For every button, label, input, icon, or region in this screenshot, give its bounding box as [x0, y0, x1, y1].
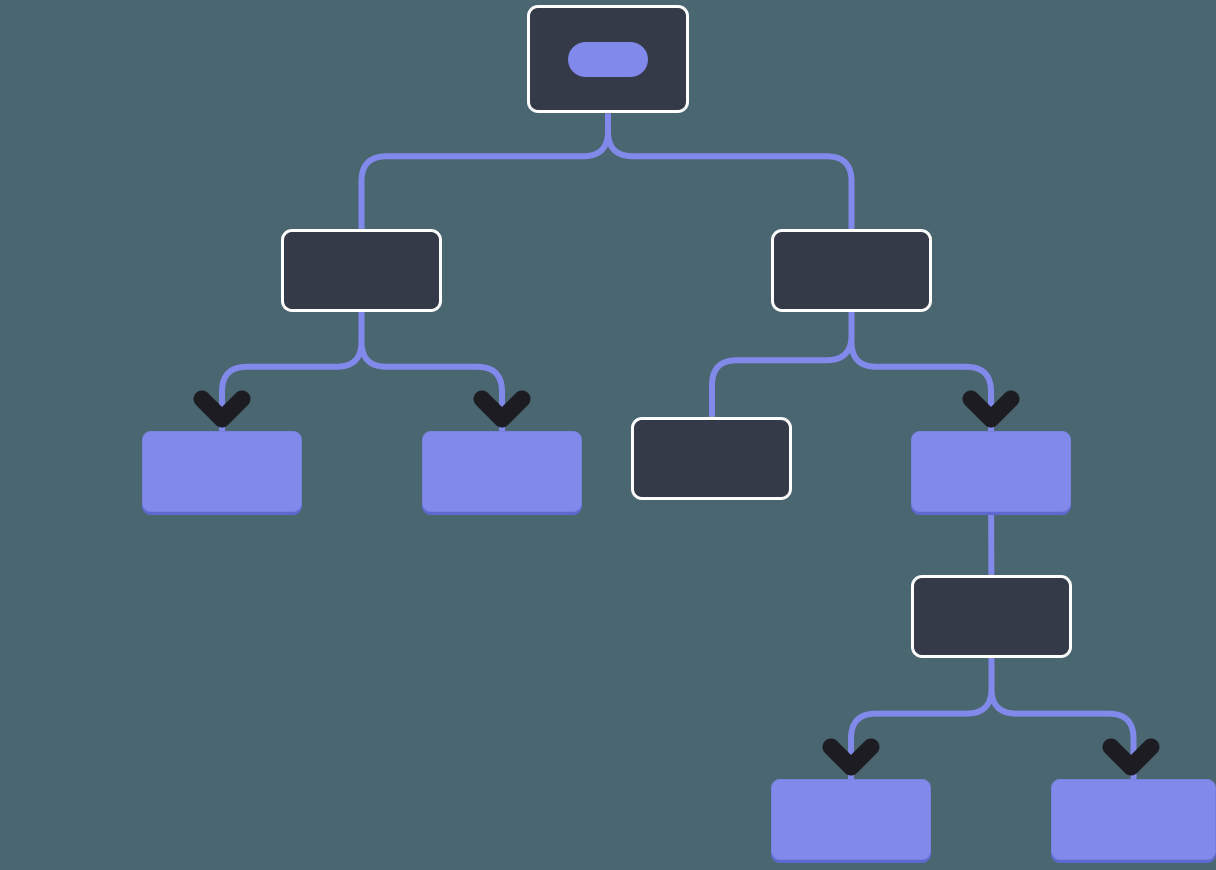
- leaf-node-5[interactable]: [1051, 779, 1216, 860]
- leaf-node-3[interactable]: [911, 431, 1071, 512]
- leaf-node-2[interactable]: [422, 431, 582, 512]
- branch-node-deep[interactable]: [911, 575, 1072, 658]
- leaf-node-4[interactable]: [771, 779, 931, 860]
- root-node-pill: [568, 42, 648, 77]
- branch-node-right[interactable]: [771, 229, 932, 312]
- root-node[interactable]: [527, 5, 689, 113]
- terminal-dark-node[interactable]: [631, 417, 792, 500]
- leaf-node-1[interactable]: [142, 431, 302, 512]
- branch-node-left[interactable]: [281, 229, 442, 312]
